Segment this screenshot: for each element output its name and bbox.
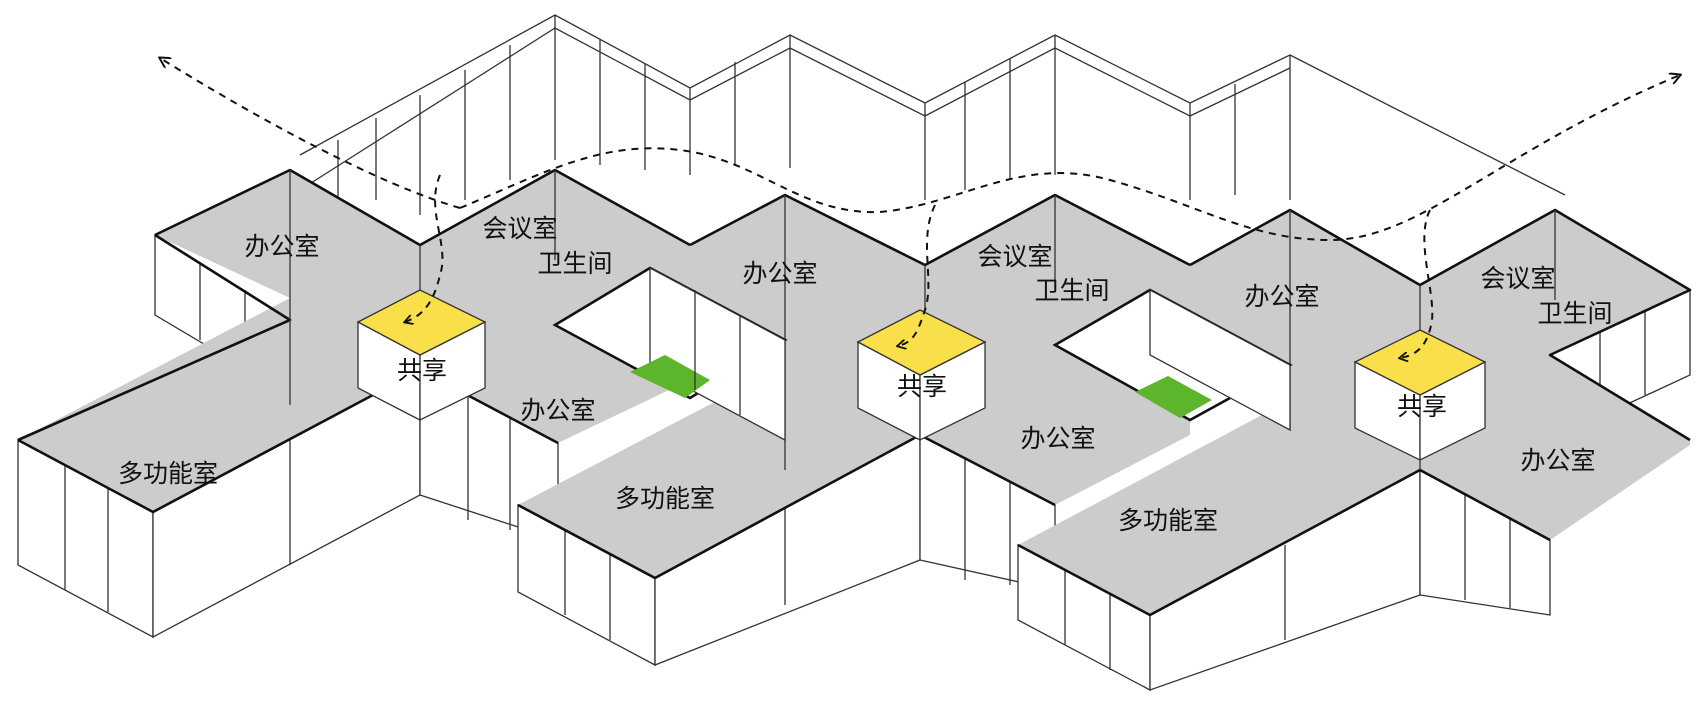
- shared-block-2: [856, 309, 987, 442]
- wing-3: [1017, 208, 1692, 692]
- label-restroom-2: 卫生间: [1034, 276, 1109, 305]
- label-multi-2: 多功能室: [615, 484, 715, 513]
- label-office-4: 办公室: [1020, 424, 1095, 453]
- room-labels: 办公室 会议室 卫生间 共享 办公室 多功能室 办公室 会议室 卫生间 共享 办…: [118, 214, 1613, 535]
- label-meeting-3: 会议室: [1480, 264, 1555, 293]
- label-restroom-3: 卫生间: [1537, 299, 1612, 328]
- label-shared-1: 共享: [397, 356, 447, 385]
- label-shared-2: 共享: [897, 372, 947, 401]
- label-shared-3: 共享: [1397, 392, 1447, 421]
- label-office-3: 办公室: [742, 259, 817, 288]
- wing-1: [17, 168, 691, 639]
- label-meeting-2: 会议室: [977, 242, 1052, 271]
- label-office-2: 办公室: [520, 396, 595, 425]
- circulation-path: [160, 58, 1680, 358]
- label-multi-3: 多功能室: [1118, 506, 1218, 535]
- courtyard-1: [552, 266, 788, 442]
- label-office-1: 办公室: [244, 232, 319, 261]
- label-office-5: 办公室: [1244, 282, 1319, 311]
- label-meeting-1: 会议室: [482, 214, 557, 243]
- shared-block-3: [1353, 329, 1487, 462]
- label-office-6: 办公室: [1520, 446, 1595, 475]
- courtyard-2: [1052, 288, 1293, 432]
- back-zigzag-wall: [299, 14, 1566, 215]
- label-multi-1: 多功能室: [118, 459, 218, 488]
- shared-block-1: [356, 289, 487, 422]
- label-restroom-1: 卫生间: [537, 249, 612, 278]
- wing-2: [517, 193, 1191, 667]
